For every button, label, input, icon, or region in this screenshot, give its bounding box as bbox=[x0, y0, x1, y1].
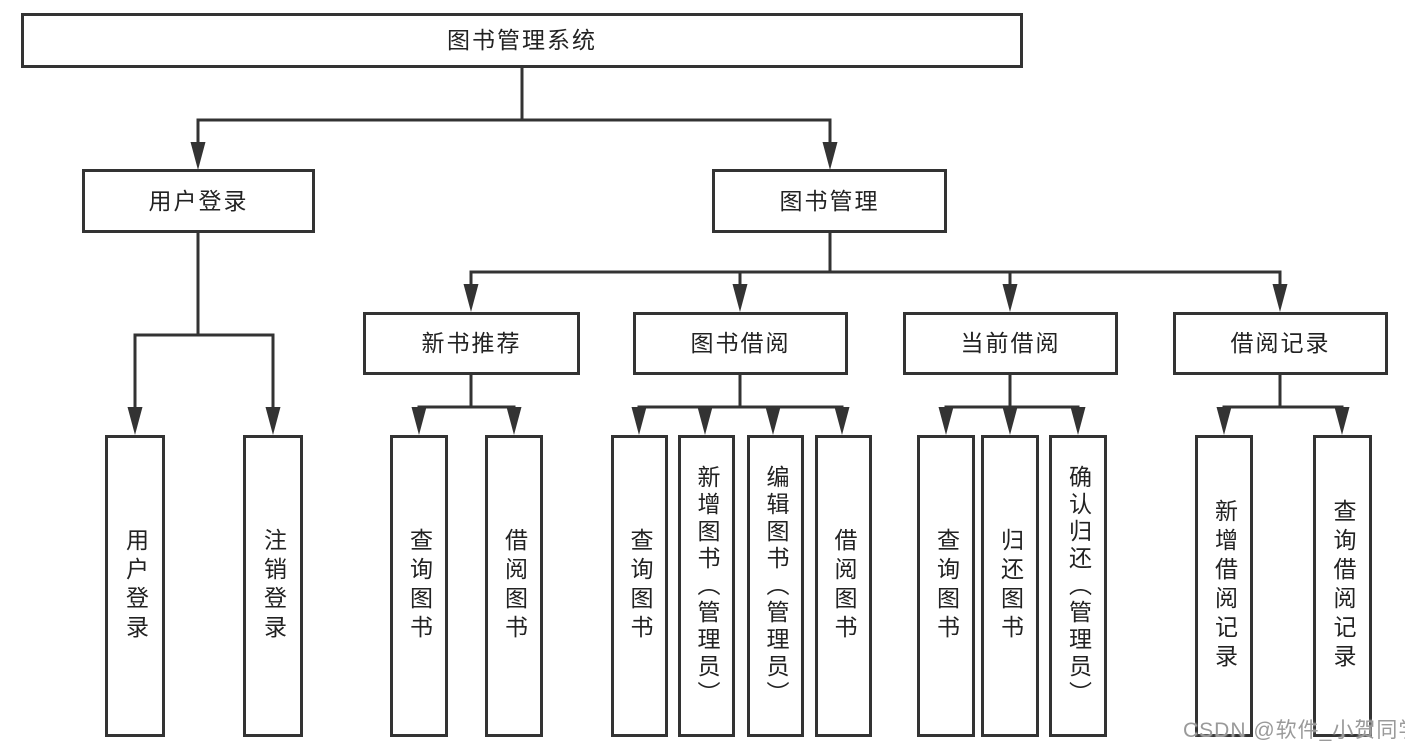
leaf-edit-books-admin: 编辑图书（管理员） bbox=[747, 435, 804, 737]
node-book-management: 图书管理 bbox=[712, 169, 947, 233]
leaf-user-login: 用户登录 bbox=[105, 435, 165, 737]
arrowhead-icon bbox=[1272, 284, 1288, 312]
leaf-query-books-current: 查询图书 bbox=[917, 435, 975, 737]
node-book-borrowing: 图书借阅 bbox=[633, 312, 848, 375]
leaf-borrow-books-recommend: 借阅图书 bbox=[485, 435, 543, 737]
arrowhead-icon bbox=[834, 407, 850, 435]
node-user-login: 用户登录 bbox=[82, 169, 315, 233]
leaf-return-books: 归还图书 bbox=[981, 435, 1039, 737]
arrowhead-icon bbox=[732, 284, 748, 312]
arrowhead-icon bbox=[1070, 407, 1086, 435]
arrowhead-icon bbox=[822, 142, 838, 170]
node-current-borrowing: 当前借阅 bbox=[903, 312, 1118, 375]
arrowhead-icon bbox=[1002, 407, 1018, 435]
arrowhead-icon bbox=[411, 407, 427, 435]
connector-arrowheads bbox=[127, 142, 1350, 435]
leaf-logout: 注销登录 bbox=[243, 435, 303, 737]
leaf-add-books-admin: 新增图书（管理员） bbox=[678, 435, 735, 737]
arrowhead-icon bbox=[463, 284, 479, 312]
arrowhead-icon bbox=[506, 407, 522, 435]
leaf-add-borrow-record: 新增借阅记录 bbox=[1195, 435, 1253, 737]
arrowhead-icon bbox=[127, 407, 143, 435]
arrowhead-icon bbox=[938, 407, 954, 435]
node-root-library-management-system: 图书管理系统 bbox=[21, 13, 1023, 68]
leaf-query-books-borrow: 查询图书 bbox=[611, 435, 668, 737]
arrowhead-icon bbox=[631, 407, 647, 435]
arrowhead-icon bbox=[1334, 407, 1350, 435]
leaf-query-borrow-record: 查询借阅记录 bbox=[1313, 435, 1372, 737]
arrowhead-icon bbox=[697, 407, 713, 435]
leaf-confirm-return-admin: 确认归还（管理员） bbox=[1049, 435, 1107, 737]
node-new-book-recommendation: 新书推荐 bbox=[363, 312, 580, 375]
arrowhead-icon bbox=[265, 407, 281, 435]
arrowhead-icon bbox=[1002, 284, 1018, 312]
watermark: CSDN @软件_小贺同学 bbox=[1183, 719, 1405, 742]
leaf-query-books-recommend: 查询图书 bbox=[390, 435, 448, 737]
arrowhead-icon bbox=[1216, 407, 1232, 435]
arrowhead-icon bbox=[765, 407, 781, 435]
leaf-borrow-books: 借阅图书 bbox=[815, 435, 872, 737]
node-borrowing-records: 借阅记录 bbox=[1173, 312, 1388, 375]
arrowhead-icon bbox=[190, 142, 206, 170]
